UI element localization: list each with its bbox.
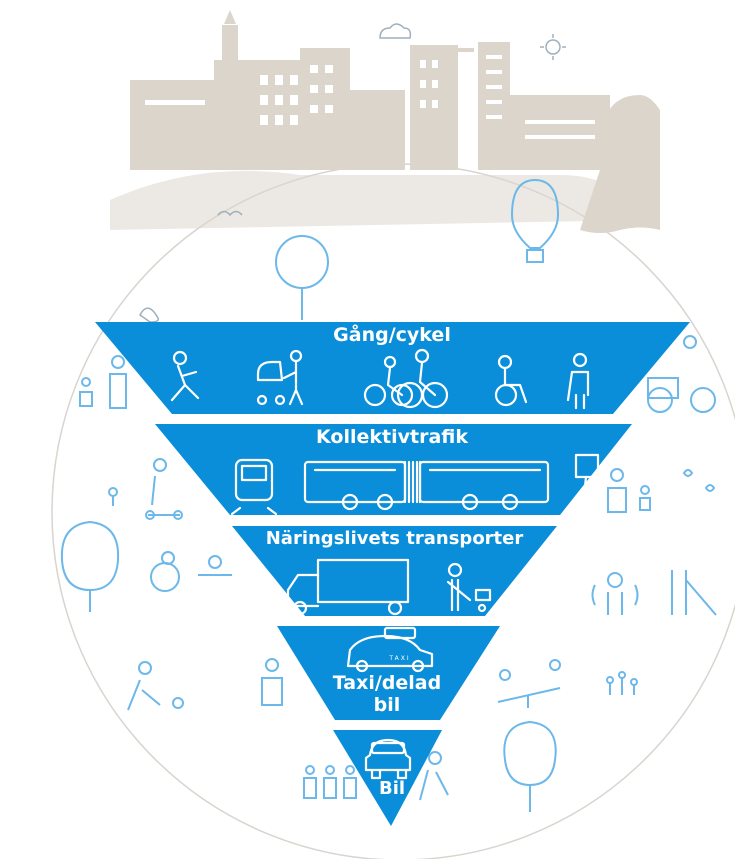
birds-icon [217, 210, 243, 217]
running-person-icon [170, 350, 200, 402]
rabbit-icon [139, 307, 160, 323]
tier-label-car: Bil [378, 778, 406, 799]
hot-air-balloon-icon [510, 178, 560, 249]
sun-icon [545, 39, 561, 55]
tier-taxi-shared-car [277, 626, 500, 720]
truck-icon [286, 558, 410, 616]
delivery-person-icon [446, 562, 492, 613]
stroller-icon [256, 349, 304, 406]
tier-label-walk-cycle: Gång/cykel [333, 324, 451, 346]
sky-decorations [217, 23, 566, 217]
cyclists-icon [363, 348, 449, 409]
train-icon [230, 458, 278, 516]
bus-stop-icon [574, 453, 600, 517]
taxi-icon [346, 626, 434, 673]
car-icon [364, 738, 412, 780]
skyline-windows [145, 55, 595, 139]
tier-walk-cycle [95, 322, 690, 414]
large-tree-icon [60, 520, 120, 592]
wheelchair-icon [494, 354, 528, 407]
large-tree-right-icon [503, 720, 557, 787]
tier-car [333, 730, 442, 826]
tree-icon [275, 235, 329, 289]
cloud-icon [379, 23, 412, 39]
elderly-person-icon [566, 352, 590, 410]
tier-label-public-transport: Kollektivtrafik [316, 426, 468, 448]
tier-label-business-transport: Näringslivets transporter [265, 528, 524, 549]
tier-label-taxi-line2: bil [373, 694, 401, 716]
taxi-sign-text: TAXI [388, 655, 410, 662]
decorative-blue-icons [60, 178, 717, 812]
bus-icon [303, 460, 550, 511]
tier-label-taxi-line1: Taxi/delad [332, 672, 442, 694]
